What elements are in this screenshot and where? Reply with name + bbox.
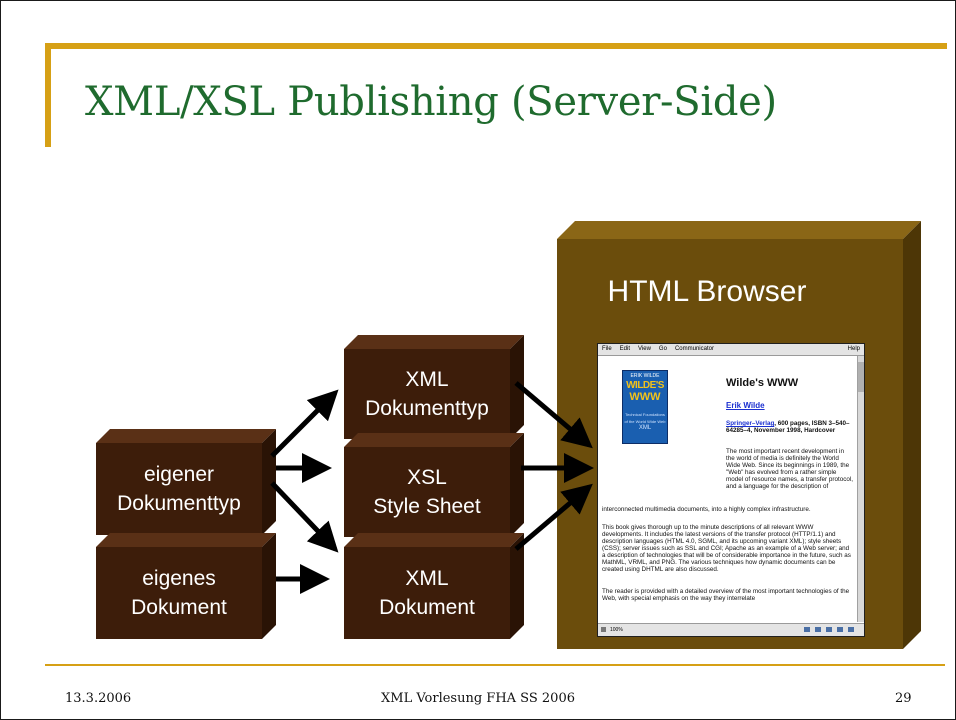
xml-document-box-depth: [344, 533, 524, 639]
navigator-icon[interactable]: [804, 627, 810, 632]
own-doctype-line-1: eigener: [143, 463, 215, 486]
html-browser-label: HTML Browser: [607, 275, 807, 308]
component-tray: [804, 627, 854, 632]
cover-title: WILDE'S: [626, 380, 664, 391]
cover-www: WWW: [629, 391, 661, 403]
arrow-own-doctype-to-xml-doctype: [270, 389, 339, 458]
menu-edit[interactable]: Edit: [619, 346, 631, 352]
book-title: Wilde's WWW: [726, 377, 799, 389]
cover-author: ERIK WILDE: [630, 373, 660, 379]
xsl-stylesheet-box-face: XSL Style Sheet: [344, 447, 510, 537]
html-browser-box-face: HTML Browser File Edit View Go Communica…: [557, 239, 903, 649]
book-cover-image: ERIK WILDE WILDE'S WWW Technical Foundat…: [622, 370, 668, 444]
xml-doctype-box-face: XML Dokumenttyp: [344, 349, 510, 439]
xml-doctype-line-1: XML: [405, 368, 449, 391]
xsl-stylesheet-line-2: Style Sheet: [373, 495, 481, 518]
own-document-box: eigenes Dokument: [96, 533, 276, 639]
menu-go[interactable]: Go: [658, 346, 667, 352]
mail-icon[interactable]: [815, 627, 821, 632]
xml-doctype-line-2: Dokumenttyp: [365, 397, 489, 420]
description-paragraph-1-end: interconnected multimedia documents, int…: [602, 506, 811, 513]
browser-content: ERIK WILDE WILDE'S WWW Technical Foundat…: [602, 360, 854, 620]
xml-document-line-2: Dokument: [379, 596, 475, 619]
own-document-box-depth: [96, 533, 276, 639]
gold-left-rule: [45, 43, 51, 147]
browser-window: File Edit View Go Communicator Help ERIK…: [597, 343, 865, 637]
slide-title: XML/XSL Publishing (Server-Side): [85, 79, 777, 125]
gold-bottom-rule: [45, 664, 945, 666]
browser-statusbar: 100%: [598, 623, 864, 636]
own-doctype-box-face: eigener Dokumenttyp: [96, 443, 262, 535]
status-zoom: 100%: [610, 627, 623, 633]
html-browser-box-depth: [557, 221, 921, 649]
browser-scrollbar-thumb[interactable]: [858, 362, 864, 392]
own-document-line-2: Dokument: [131, 596, 227, 619]
description-paragraph-3: The reader is provided with a detailed o…: [602, 588, 850, 602]
html-browser-box: HTML Browser File Edit View Go Communica…: [557, 221, 921, 649]
menu-help[interactable]: Help: [847, 346, 860, 352]
footer-date: 13.3.2006: [65, 691, 132, 706]
xml-doctype-box: XML Dokumenttyp: [344, 335, 524, 439]
cover-subtitle: Technical Foundations of the World Wide …: [624, 412, 666, 424]
arrow-own-doctype-to-xml-document: [270, 481, 339, 553]
xml-document-line-1: XML: [405, 567, 449, 590]
composer-icon[interactable]: [837, 627, 843, 632]
menu-file[interactable]: File: [602, 346, 612, 352]
xml-document-box: XML Dokument: [344, 533, 524, 639]
xml-document-box-face: XML Dokument: [344, 547, 510, 639]
publication-info: Springer–Verlag, 600 pages, ISBN 3–540–6…: [726, 420, 858, 434]
browser-menubar: File Edit View Go Communicator Help: [598, 344, 864, 356]
xsl-stylesheet-box: XSL Style Sheet: [344, 433, 524, 537]
own-doctype-box: eigener Dokumenttyp: [96, 429, 276, 535]
description-paragraph-2: This book gives thorough up to the minut…: [602, 524, 851, 573]
gold-top-rule: [45, 43, 947, 49]
publisher-link[interactable]: Springer–Verlag: [726, 420, 775, 427]
cover-xml: XML: [638, 425, 652, 431]
description-paragraph-1: The most important recent development in…: [726, 448, 854, 490]
publication-details: , 600 pages, ISBN 3–540–64285–4, Novembe…: [726, 420, 850, 434]
own-document-line-1: eigenes: [142, 567, 216, 590]
conference-icon[interactable]: [848, 627, 854, 632]
newsgroups-icon[interactable]: [826, 627, 832, 632]
author-link[interactable]: Erik Wilde: [726, 401, 765, 410]
own-document-box-face: eigenes Dokument: [96, 547, 262, 639]
own-doctype-line-2: Dokumenttyp: [117, 492, 241, 515]
security-lock-icon: [601, 627, 606, 632]
menu-view[interactable]: View: [638, 346, 651, 352]
menu-communicator[interactable]: Communicator: [674, 346, 714, 352]
xsl-stylesheet-line-1: XSL: [407, 466, 447, 489]
browser-scrollbar[interactable]: [857, 356, 864, 622]
footer-page-number: 29: [895, 691, 912, 706]
footer-course: XML Vorlesung FHA SS 2006: [381, 691, 575, 706]
